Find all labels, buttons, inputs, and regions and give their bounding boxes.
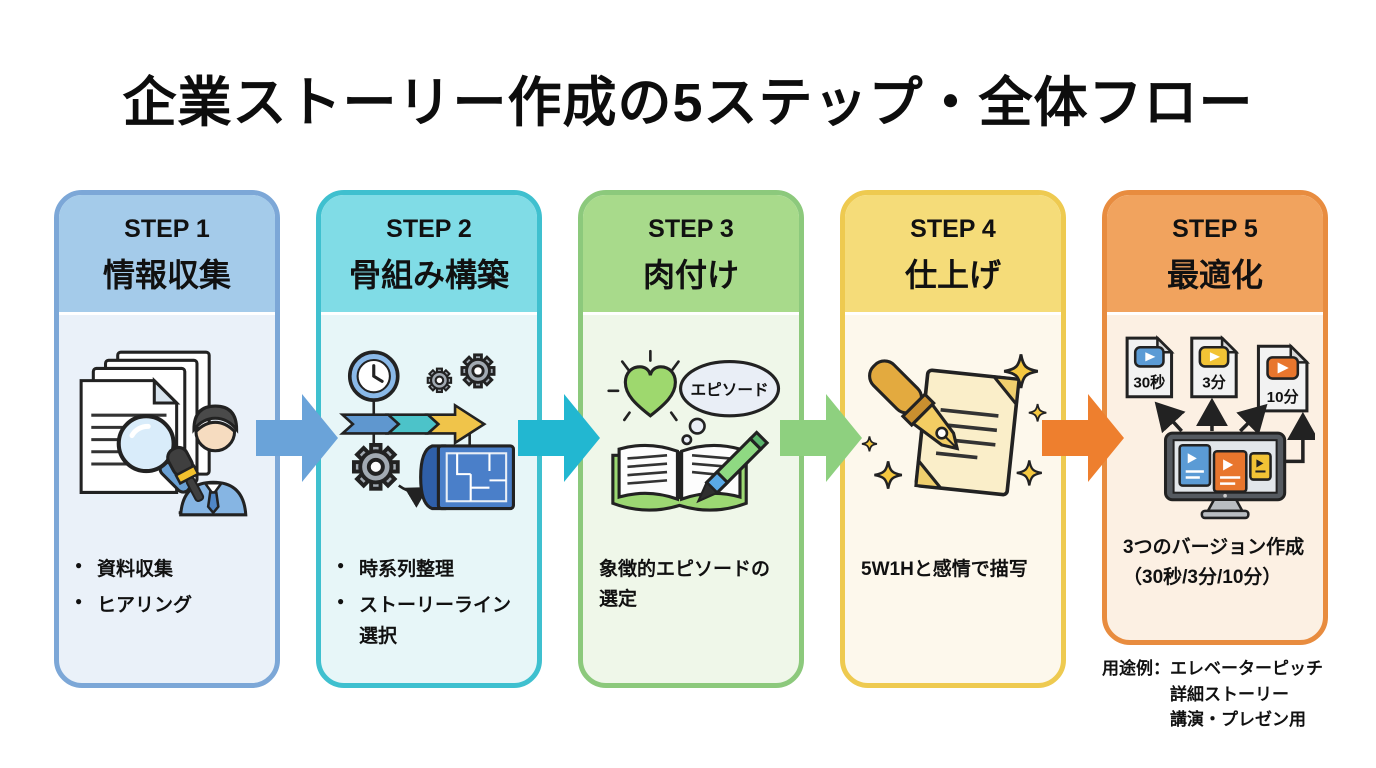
file-10min-label: 10分 xyxy=(1267,389,1300,406)
usage-examples-footnote: 用途例： エレベーターピッチ 詳細ストーリー 講演・プレゼン用 xyxy=(1102,656,1366,733)
documents-magnifier-interview-icon xyxy=(59,315,275,553)
flow-arrow-4 xyxy=(1042,394,1124,482)
step-1-header: STEP 1 情報収集 xyxy=(59,195,275,315)
monitor-video-versions-icon: 30秒 3分 10分 xyxy=(1107,315,1323,531)
step-2-label: STEP 2 xyxy=(386,215,472,243)
file-30sec-label: 30秒 xyxy=(1133,374,1165,392)
step-1-name: 情報収集 xyxy=(102,257,231,293)
step-4-header: STEP 4 仕上げ xyxy=(845,195,1061,315)
step-1-details: 資料収集 ヒアリング xyxy=(59,553,275,622)
step-2-detail-item: 時系列整理 xyxy=(337,555,525,585)
page-title: 企業ストーリー作成の5ステップ・全体フロー xyxy=(122,73,1254,133)
footnote-line: 講演・プレゼン用 xyxy=(1170,710,1306,729)
step-2-card: STEP 2 骨組み構築 xyxy=(316,190,542,688)
fountain-pen-document-icon xyxy=(845,315,1061,553)
step-4-text: 5W1Hと感情で描写 xyxy=(861,559,1028,580)
step-3-name: 肉付け xyxy=(642,257,739,293)
footnote-line: 詳細ストーリー xyxy=(1170,684,1289,704)
file-10min: 10分 xyxy=(1256,343,1310,413)
step-3-text: 象徴的エピソードの選定 xyxy=(599,559,771,611)
flow-arrow-3 xyxy=(780,394,862,482)
flow-arrow-1 xyxy=(256,394,338,482)
step-5-header: STEP 5 最適化 xyxy=(1107,195,1323,315)
step-2-detail-item: ストーリーライン選択 xyxy=(337,591,525,652)
step-4-label: STEP 4 xyxy=(910,215,996,243)
step-3-card: STEP 3 肉付け エピソード xyxy=(578,190,804,688)
step-2-details: 時系列整理 ストーリーライン選択 xyxy=(321,553,537,652)
step-5-card: STEP 5 最適化 30秒 3分 xyxy=(1102,190,1328,645)
file-3min: 3分 xyxy=(1190,335,1240,399)
footnote-label: 用途例： xyxy=(1102,659,1170,678)
step-5-text: 3つのバージョン作成（30秒/3分/10分） xyxy=(1123,537,1305,589)
step-5-label: STEP 5 xyxy=(1172,215,1258,243)
step-2-name: 骨組み構築 xyxy=(348,257,509,293)
step-4-name: 仕上げ xyxy=(904,257,1001,293)
file-3min-label: 3分 xyxy=(1202,375,1226,392)
step-3-header: STEP 3 肉付け xyxy=(583,195,799,315)
timeline-gears-blueprint-icon xyxy=(321,315,537,553)
flow-arrow-2 xyxy=(518,394,600,482)
step-2-header: STEP 2 骨組み構築 xyxy=(321,195,537,315)
footnote-line: エレベーターピッチ xyxy=(1170,659,1323,678)
file-30sec: 30秒 xyxy=(1125,335,1175,399)
step-3-label: STEP 3 xyxy=(648,215,734,243)
step-1-detail-item: ヒアリング xyxy=(75,591,263,621)
heart-book-pen-icon: エピソード xyxy=(583,315,799,553)
episode-bubble-label: エピソード xyxy=(691,381,769,399)
step-5-name: 最適化 xyxy=(1166,257,1263,293)
step-1-label: STEP 1 xyxy=(124,215,210,243)
step-1-card: STEP 1 情報収集 xyxy=(54,190,280,688)
step-4-card: STEP 4 仕上げ xyxy=(840,190,1066,688)
step-1-detail-item: 資料収集 xyxy=(75,555,263,585)
